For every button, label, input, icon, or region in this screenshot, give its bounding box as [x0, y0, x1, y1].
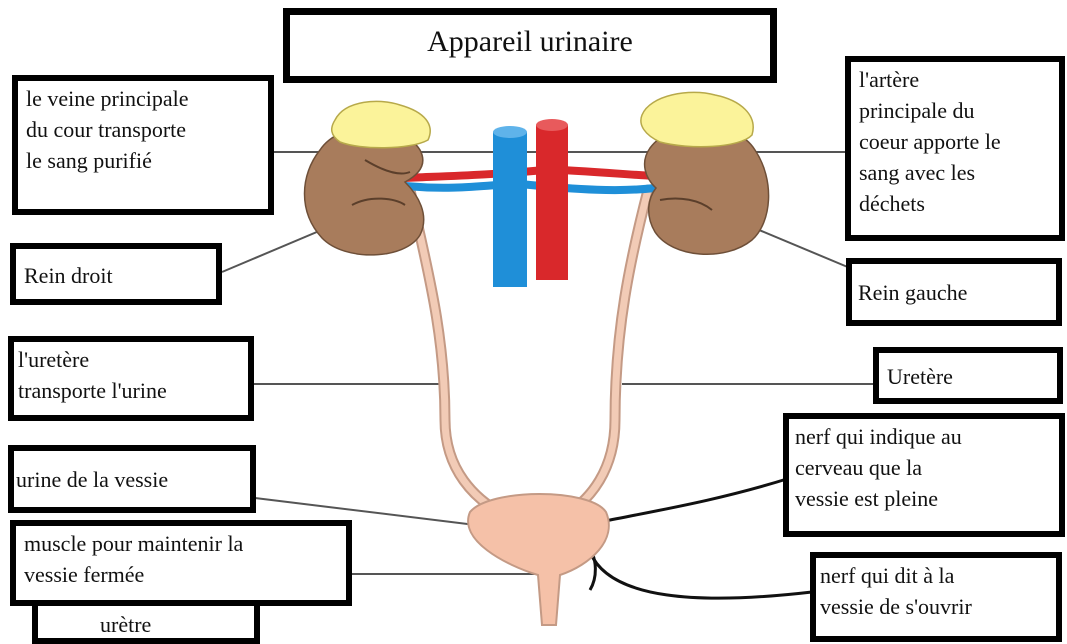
- aorta: [536, 119, 568, 280]
- left-kidney: [641, 92, 769, 254]
- label-veine: le veine principale du cour transporte l…: [12, 75, 274, 215]
- nerve-full-signal: [600, 478, 790, 522]
- label-uretre-text: urètre: [100, 608, 246, 642]
- label-rein-gauche: Rein gauche: [846, 258, 1062, 326]
- nerves: [585, 478, 812, 598]
- label-rein-gauche-text: Rein gauche: [858, 266, 1048, 320]
- label-rein-droit-text: Rein droit: [24, 251, 208, 301]
- label-uretere-text: Uretère: [887, 355, 1049, 398]
- label-uretere-transport: l'uretère transporte l'urine: [8, 336, 254, 421]
- label-urine-vessie: urine de la vessie: [8, 445, 256, 513]
- renal-vessels: [405, 170, 655, 190]
- label-uretere-transport-text: l'uretère transporte l'urine: [18, 344, 240, 406]
- label-urine-vessie-text: urine de la vessie: [16, 453, 242, 507]
- label-nerf-ouvrir: nerf qui dit à la vessie de s'ouvrir: [810, 552, 1062, 642]
- label-muscle-text: muscle pour maintenir la vessie fermée: [24, 528, 338, 590]
- ureters: [410, 190, 648, 515]
- label-nerf-ouvrir-text: nerf qui dit à la vessie de s'ouvrir: [820, 560, 1048, 622]
- label-artere-text: l'artère principale du coeur apporte le …: [859, 64, 1051, 219]
- page-title: Appareil urinaire: [283, 8, 777, 83]
- left-adrenal-gland: [641, 92, 753, 146]
- label-nerf-plein-text: nerf qui indique au cerveau que la vessi…: [795, 421, 1051, 514]
- right-kidney: [305, 101, 431, 255]
- label-muscle: muscle pour maintenir la vessie fermée: [10, 520, 352, 606]
- bladder: [468, 494, 609, 625]
- label-uretre: urètre: [32, 600, 260, 644]
- label-uretere: Uretère: [873, 347, 1063, 404]
- label-rein-droit: Rein droit: [10, 243, 222, 305]
- label-artere: l'artère principale du coeur apporte le …: [845, 56, 1065, 241]
- right-adrenal-gland: [332, 101, 430, 147]
- label-nerf-plein: nerf qui indique au cerveau que la vessi…: [783, 413, 1065, 537]
- nerve-open-signal: [590, 552, 812, 598]
- vena-cava: [493, 126, 527, 287]
- label-veine-text: le veine principale du cour transporte l…: [26, 83, 260, 176]
